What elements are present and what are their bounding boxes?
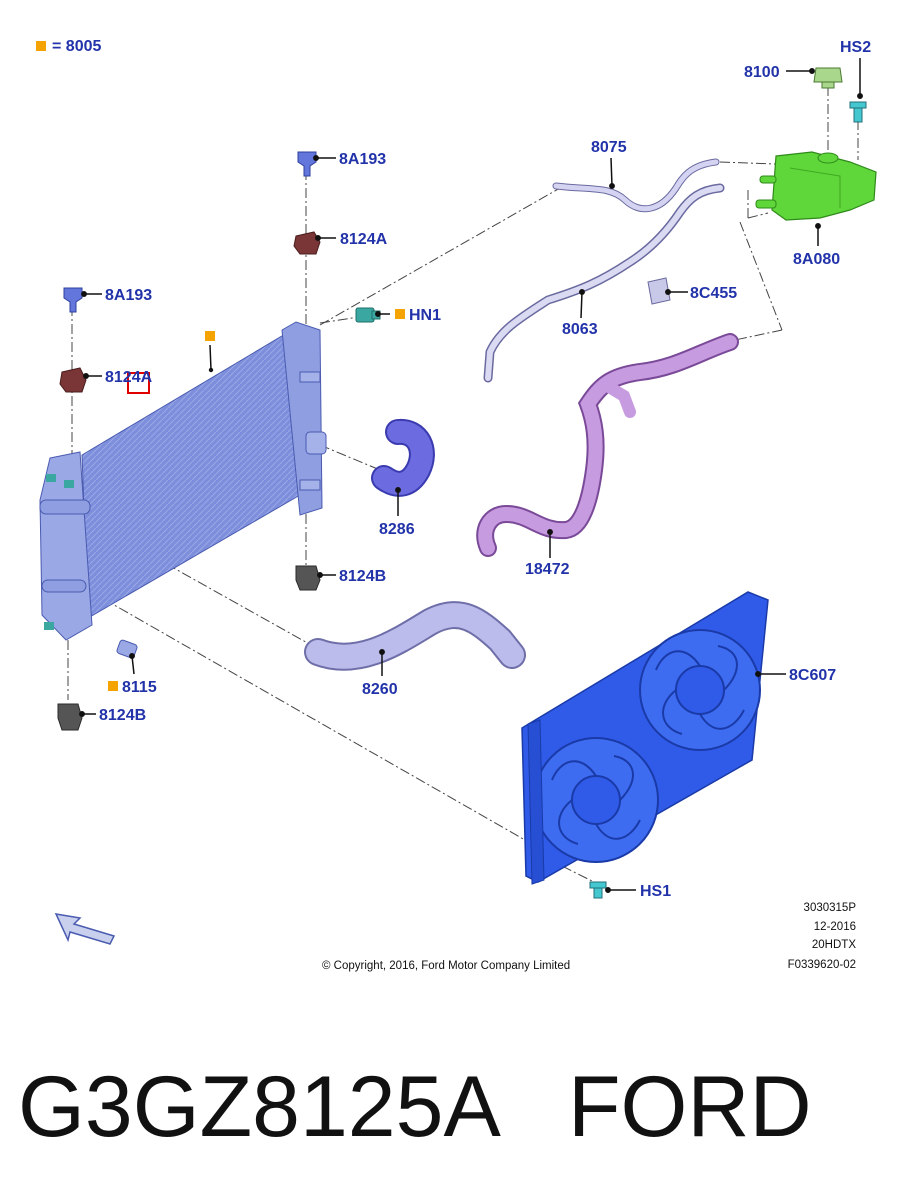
screw-hs1 xyxy=(589,881,607,899)
callout-8a193-top: 8A193 xyxy=(339,151,386,168)
callout-18472: 18472 xyxy=(525,561,570,578)
info-line-1: 3030315P xyxy=(804,902,857,914)
screw-hs2 xyxy=(849,101,867,123)
hn1-legend-marker xyxy=(395,309,405,319)
callout-8124a-top: 8124A xyxy=(340,231,388,248)
callout-8100: 8100 xyxy=(744,64,780,81)
cooling-system-diagram: = 8005 xyxy=(36,38,877,972)
mount-8124a-left xyxy=(59,367,87,393)
highlight-box xyxy=(127,372,150,394)
bracket-8c455 xyxy=(647,277,671,305)
info-line-2: 12-2016 xyxy=(814,921,856,933)
callout-8c607: 8C607 xyxy=(789,667,836,684)
callout-8115: 8115 xyxy=(122,679,157,696)
hose-18472 xyxy=(476,333,739,557)
hose-8286 xyxy=(371,418,435,497)
mount-8124b-right xyxy=(295,565,321,591)
callout-8124b-right: 8124B xyxy=(339,568,386,585)
hose-8260 xyxy=(304,601,526,671)
hose-8075 xyxy=(552,158,720,213)
callout-8124b-left: 8124B xyxy=(99,707,146,724)
callout-hs1: HS1 xyxy=(640,883,671,900)
legend: = 8005 xyxy=(36,38,101,55)
callout-8063: 8063 xyxy=(562,321,598,338)
copyright-text: © Copyright, 2016, Ford Motor Company Li… xyxy=(322,960,570,972)
radiator xyxy=(39,321,327,641)
part-number-title: G3GZ8125A xyxy=(18,1059,501,1155)
radiator-legend-marker xyxy=(205,331,215,341)
info-block: 3030315P 12-2016 20HDTX F0339620-02 xyxy=(788,902,857,971)
bolt-8a193-top xyxy=(297,151,317,177)
legend-text: = 8005 xyxy=(52,38,101,55)
info-line-4: F0339620-02 xyxy=(788,959,856,971)
info-line-3: 20HDTX xyxy=(812,939,856,951)
bolt-8a193-left xyxy=(63,287,83,313)
callout-8260: 8260 xyxy=(362,681,398,698)
fan-shroud-8c607 xyxy=(521,591,769,885)
brand-name-title: FORD xyxy=(568,1059,812,1155)
callout-8124a-left: 8124A xyxy=(105,369,153,386)
mount-8124b-left xyxy=(57,703,83,731)
legend-marker xyxy=(36,41,46,51)
mount-8124a-top xyxy=(293,231,321,255)
callout-8286: 8286 xyxy=(379,521,415,538)
callout-8075: 8075 xyxy=(591,139,627,156)
direction-arrow-icon xyxy=(54,913,116,945)
sensor-legend-marker xyxy=(108,681,118,691)
tube-8063 xyxy=(483,183,725,383)
reservoir-8a080 xyxy=(755,151,877,221)
callout-hs2: HS2 xyxy=(840,39,871,56)
callout-8a193-left: 8A193 xyxy=(105,287,152,304)
callout-hn1: HN1 xyxy=(409,307,441,324)
cap-8100 xyxy=(813,67,843,89)
callout-leaders xyxy=(79,58,863,893)
callout-8c455: 8C455 xyxy=(690,285,737,302)
callout-8a080: 8A080 xyxy=(793,251,840,268)
